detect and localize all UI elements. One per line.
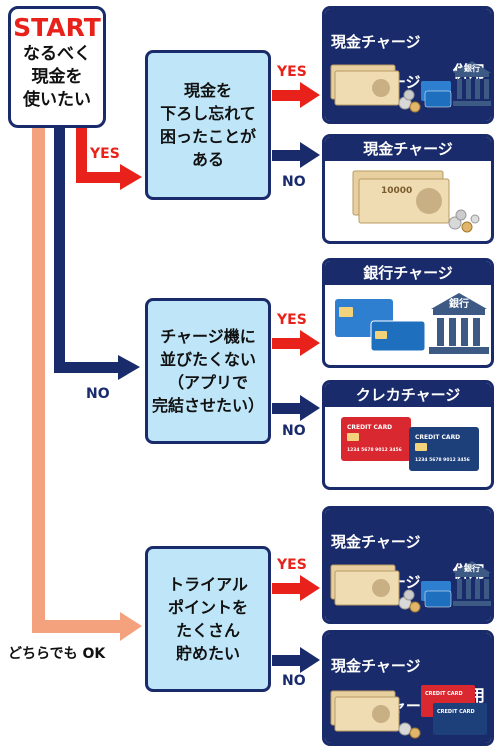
q2-no-arrow (272, 395, 320, 421)
question-box-1: 現金を 下ろし忘れて 困ったことが ある (145, 50, 271, 200)
start-no-arrow (54, 128, 140, 380)
q1-no-arrow (272, 142, 320, 168)
no-label: NO (282, 423, 306, 439)
cash-bank-illustration: 銀行 (330, 561, 491, 613)
credit-card-icon: CREDIT CARD (433, 703, 487, 735)
bank-illustration: 銀行 (335, 293, 489, 354)
bank-sign-text: 銀行 (463, 563, 480, 573)
card-number: 1234 5678 9012 3456 (415, 457, 470, 463)
start-title: START (13, 13, 101, 42)
credit-card-icon: CREDIT CARD 1234 5678 9012 3456 (341, 417, 411, 461)
no-label: NO (86, 386, 110, 402)
coin-icon (398, 89, 421, 113)
credit-card-illustration: CREDIT CARD 1234 5678 9012 3456 CREDIT CA… (341, 417, 479, 471)
result-header: クレカチャージ (325, 383, 491, 407)
start-yes-arrow (76, 128, 142, 190)
result-cash-credit-combo: 現金チャージ クレカチャージ 併用 CREDIT CARD CREDIT CAR… (322, 630, 494, 746)
yes-label: YES (277, 64, 307, 80)
result-line1: 現金チャージ (331, 657, 421, 675)
bank-building-icon: 銀行 (453, 61, 491, 106)
either-ok-arrow (32, 128, 142, 641)
card-title: CREDIT CARD (425, 691, 463, 697)
banknote-icon (330, 690, 400, 732)
result-header: 銀行チャージ (325, 261, 491, 285)
bank-sign-text: 銀行 (449, 297, 469, 310)
card-title: CREDIT CARD (347, 424, 392, 431)
no-label: NO (282, 174, 306, 190)
banknote-icon: 10000 (352, 170, 450, 224)
q3-yes-arrow (272, 575, 320, 601)
q3-no-arrow (272, 647, 320, 673)
bank-card-icon (421, 581, 452, 608)
credit-card-icon: CREDIT CARD 1234 5678 9012 3456 (409, 427, 479, 471)
bank-card-icon (335, 299, 426, 352)
coin-icon (398, 589, 421, 613)
coin-icon (448, 209, 480, 233)
card-title: CREDIT CARD (437, 709, 475, 715)
no-label: NO (282, 673, 306, 689)
start-node: START なるべく 現金を 使いたい (8, 6, 106, 128)
bank-card-icon (421, 81, 452, 108)
banknote-icon (330, 64, 400, 106)
banknote-value: 10000 (381, 186, 412, 196)
yes-label: YES (90, 146, 120, 162)
result-cash: 現金チャージ 10000 (322, 134, 494, 244)
q2-yes-arrow (272, 330, 320, 356)
question-box-2: チャージ機に 並びたくない （アプリで 完結させたい） (145, 298, 271, 444)
result-bank: 銀行チャージ 銀行 (322, 258, 494, 368)
result-header: 現金チャージ (325, 137, 491, 161)
result-line1: 現金チャージ (331, 533, 421, 551)
either-ok-label: どちらでも OK (8, 646, 106, 662)
cash-illustration: 10000 (352, 170, 480, 233)
cash-credit-illustration: CREDIT CARD CREDIT CARD (330, 685, 487, 739)
bank-building-icon: 銀行 (453, 561, 491, 606)
result-cash-bank-combo: 現金チャージ 銀行チャージ 併用 銀行 (322, 506, 494, 624)
result-cash-bank-combo: 現金チャージ 銀行チャージ 併用 銀行 (322, 6, 494, 124)
q1-yes-arrow (272, 82, 320, 108)
yes-label: YES (277, 557, 307, 573)
question-box-3: トライアル ポイントを たくさん 貯めたい (145, 546, 271, 692)
bank-sign-text: 銀行 (463, 63, 480, 73)
banknote-icon (330, 564, 400, 606)
start-text: なるべく 現金を 使いたい (23, 44, 91, 110)
result-credit-card: クレカチャージ CREDIT CARD 1234 5678 9012 3456 C… (322, 380, 494, 490)
card-number: 1234 5678 9012 3456 (347, 447, 402, 453)
result-line1: 現金チャージ (331, 33, 421, 51)
bank-building-icon: 銀行 (429, 293, 489, 354)
yes-label: YES (277, 312, 307, 328)
cash-bank-illustration: 銀行 (330, 61, 491, 113)
coin-icon (398, 722, 421, 739)
card-title: CREDIT CARD (415, 434, 460, 441)
